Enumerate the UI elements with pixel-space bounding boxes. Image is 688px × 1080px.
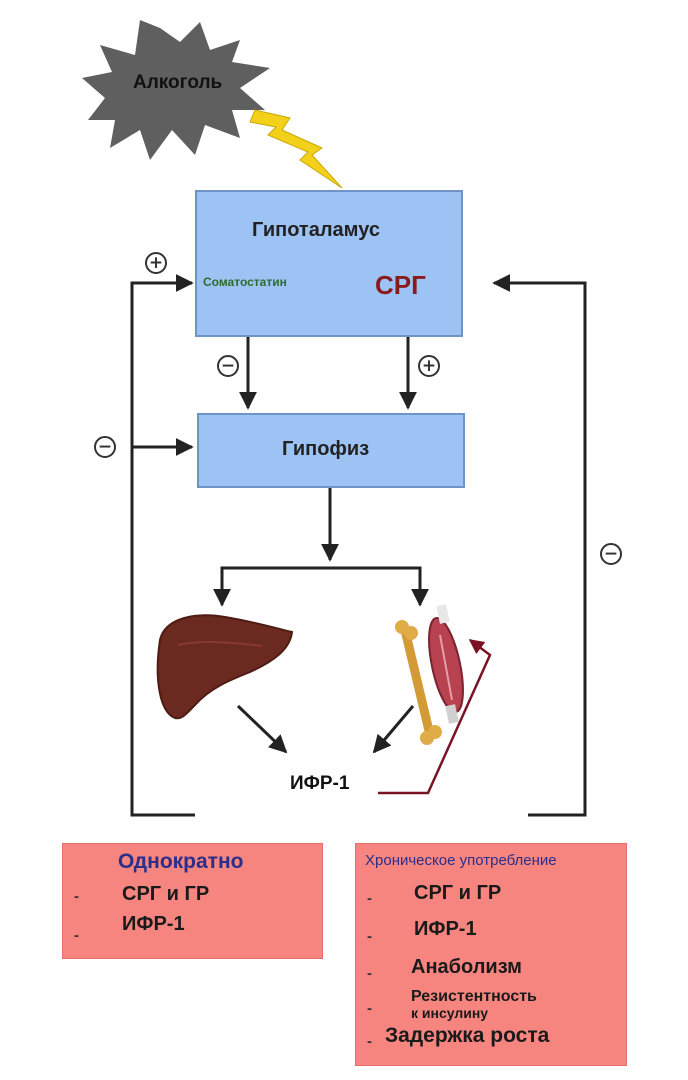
plus-sign-left: + bbox=[145, 252, 167, 274]
pituitary-title: Гипофиз bbox=[282, 438, 370, 460]
igf-label: ИФР-1 bbox=[290, 773, 350, 794]
srg-label: СРГ bbox=[375, 270, 426, 300]
chronic-item-4b: к инсулину bbox=[411, 1005, 489, 1021]
single-dose-title: Однократно bbox=[118, 850, 244, 873]
chronic-item-5: Задержка роста bbox=[385, 1024, 550, 1047]
feedback-left-line bbox=[130, 274, 195, 817]
chronic-use-panel bbox=[355, 843, 627, 1066]
split-line bbox=[220, 566, 422, 600]
arrow-liver-igf bbox=[236, 704, 288, 754]
feedback-igf-muscle bbox=[378, 639, 492, 795]
chronic-item-1: СРГ и ГР bbox=[414, 882, 502, 904]
feedback-right-line bbox=[492, 274, 587, 817]
plus-sign-hypo-pit: + bbox=[418, 355, 440, 377]
somatostatin-label: Соматостатин bbox=[203, 275, 287, 289]
hypothalamus-box bbox=[195, 190, 463, 337]
lightning-bolt-icon bbox=[249, 109, 343, 189]
pituitary-box bbox=[197, 413, 465, 488]
hypothalamus-title: Гипоталамус bbox=[252, 219, 380, 241]
minus-sign-right: − bbox=[600, 543, 622, 565]
liver-illustration bbox=[156, 614, 294, 720]
muscle-bone-illustration bbox=[395, 604, 464, 745]
liver-highlight bbox=[177, 641, 263, 647]
single-dose-dash-2: - bbox=[74, 927, 79, 944]
single-dose-item-2: ИФР-1 bbox=[122, 913, 185, 935]
minus-sign-left: − bbox=[94, 436, 116, 458]
arrow-muscle-igf bbox=[372, 705, 415, 754]
single-dose-item-1: СРГ и ГР bbox=[122, 883, 210, 905]
chronic-item-4: Резистентность bbox=[411, 988, 537, 1005]
alcohol-starburst bbox=[82, 20, 270, 160]
single-dose-panel bbox=[62, 843, 323, 959]
chronic-dash-3: - bbox=[367, 965, 372, 982]
chronic-dash-4: - bbox=[367, 1000, 372, 1017]
chronic-dash-1: - bbox=[367, 890, 372, 907]
chronic-use-title: Хроническое употребление bbox=[365, 852, 557, 869]
single-dose-dash-1: - bbox=[74, 888, 79, 905]
chronic-item-3: Анаболизм bbox=[411, 956, 522, 978]
minus-sign-hypo-pit: − bbox=[217, 355, 239, 377]
chronic-dash-5: - bbox=[367, 1033, 372, 1050]
chronic-dash-2: - bbox=[367, 928, 372, 945]
alcohol-label: Алкоголь bbox=[133, 72, 223, 93]
chronic-item-2: ИФР-1 bbox=[414, 918, 477, 940]
